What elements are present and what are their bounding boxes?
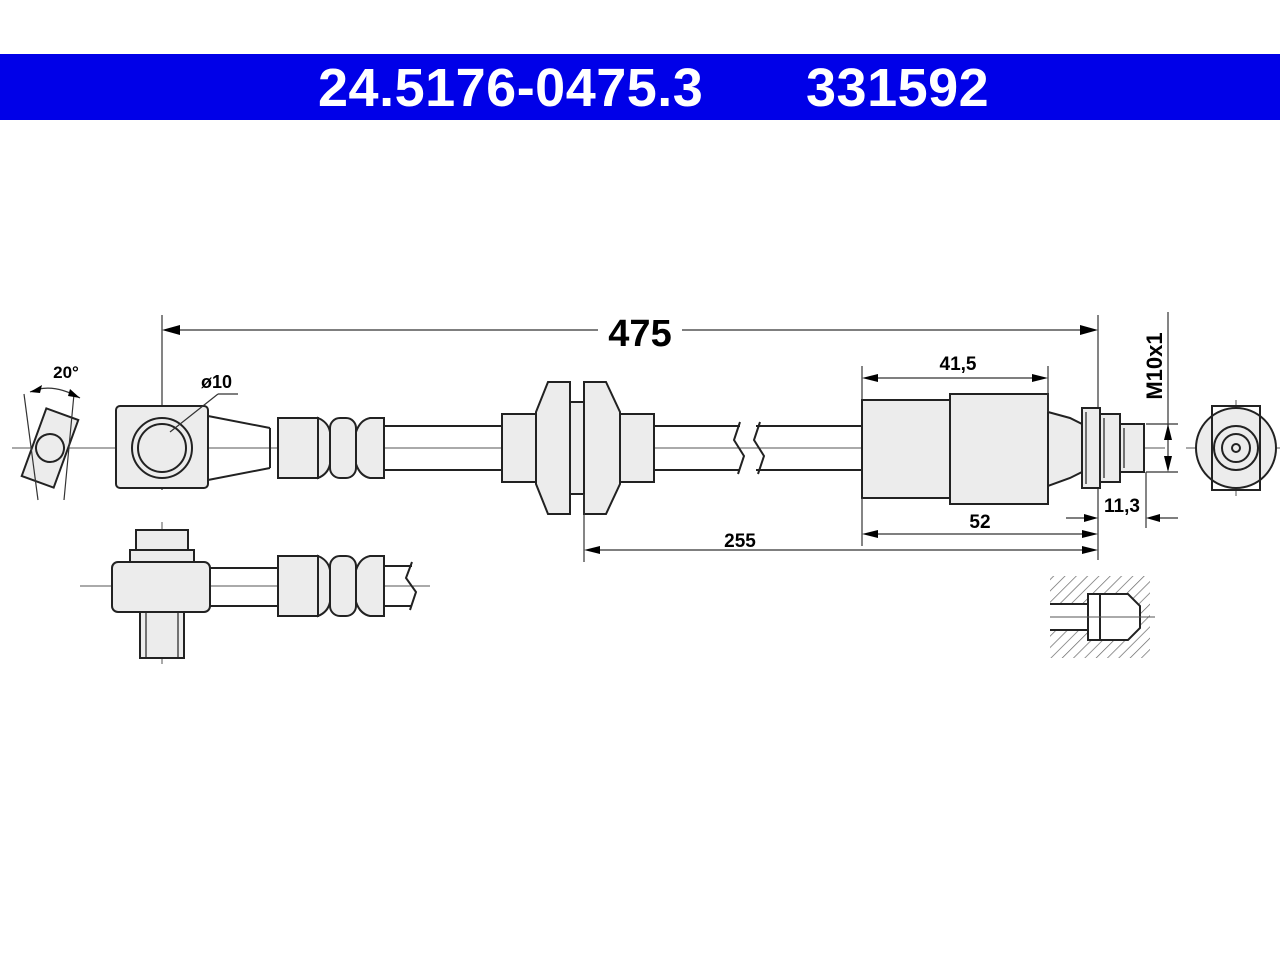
fitting-total-dimension: 52 [861,498,1098,546]
thread-spec-dimension: M10x1 [1142,312,1178,473]
angled-eye-detail: 20° [12,363,112,501]
angle-label: 20° [53,363,79,382]
hose-assembly: ø10 [106,372,1165,515]
overall-length-label: 475 [608,313,671,355]
header-bar [0,54,1280,120]
reference-number: 331592 [806,58,990,118]
part-number: 24.5176-0475.3 [318,58,704,118]
crimp-collar [277,416,385,480]
section-view [1050,576,1155,658]
fitting-body-length-label: 41,5 [940,354,977,375]
side-view [80,522,430,664]
break-mark [732,421,746,475]
fitting-body-dimension: 41,5 [861,354,1049,412]
mounting-bracket [501,381,655,515]
thread-length-dimension: 11,3 [1066,472,1178,528]
overall-length-dimension: 475 [161,313,1099,560]
bracket-distance-dimension: 255 [583,494,1098,562]
eye-diameter-label: ø10 [201,372,232,392]
bracket-distance-label: 255 [724,531,756,552]
banjo-eye-fitting: ø10 [115,372,271,489]
thread-length-label: 11,3 [1104,496,1140,517]
threaded-end-fitting [861,393,1145,505]
end-view [1186,400,1280,496]
thread-spec-label: M10x1 [1142,332,1167,399]
fitting-total-length-label: 52 [969,512,990,533]
